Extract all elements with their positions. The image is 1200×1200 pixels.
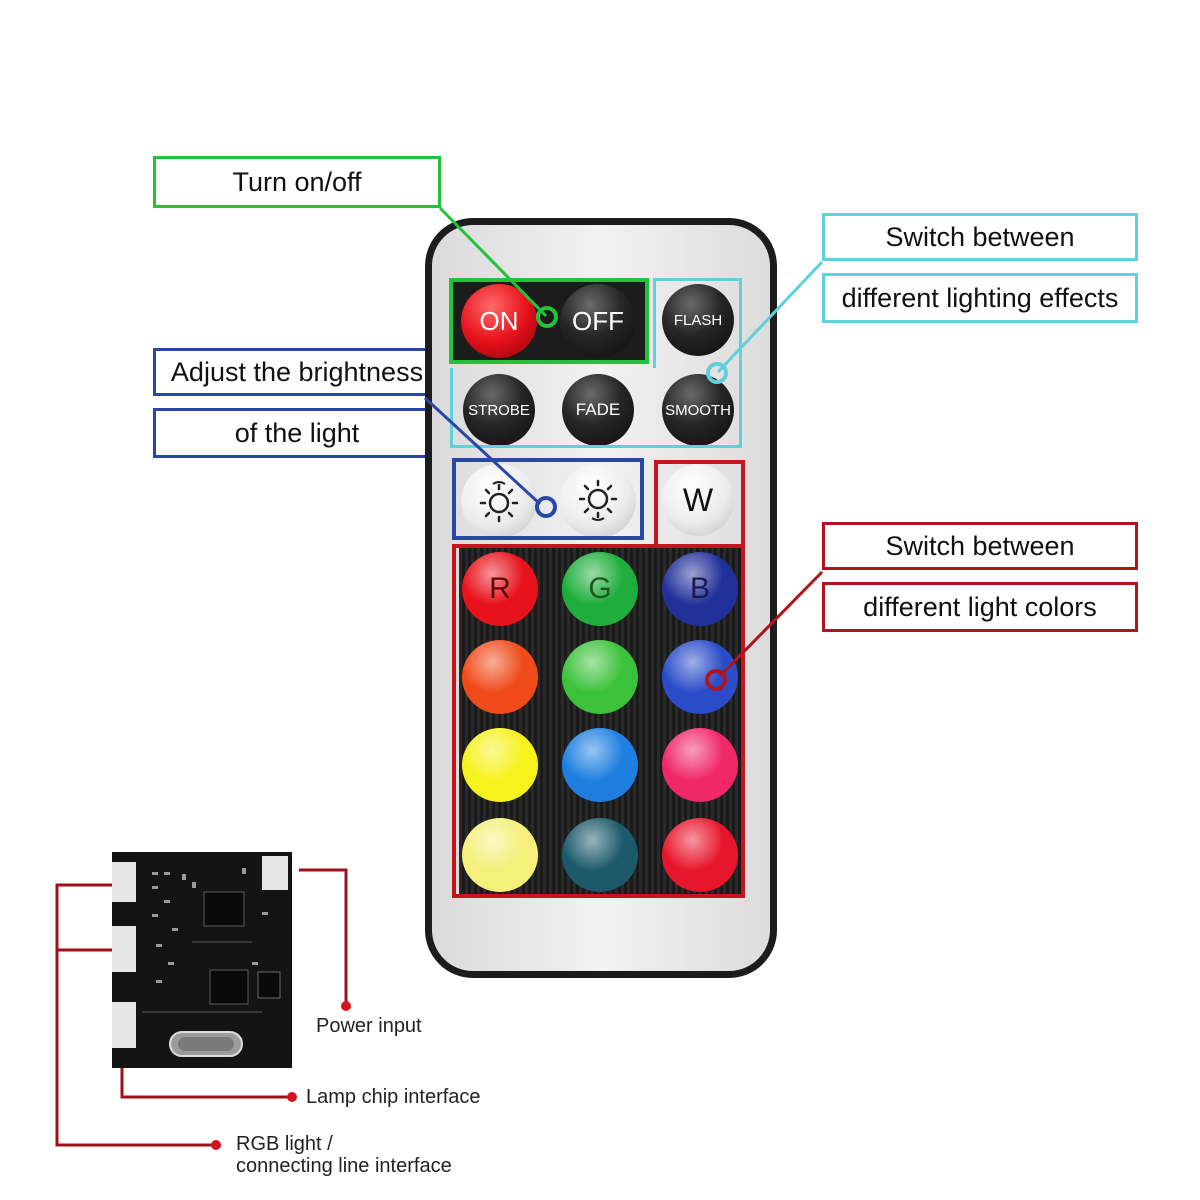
effects-highlight-frame-left bbox=[450, 368, 654, 448]
controller-board bbox=[112, 852, 292, 1068]
on-off-highlight-frame bbox=[449, 278, 649, 364]
rgb-dot bbox=[211, 1140, 221, 1150]
circuit-board-image bbox=[112, 852, 292, 1068]
color-button[interactable]: R bbox=[462, 552, 538, 626]
red-label: R bbox=[489, 572, 511, 605]
color-button[interactable]: G bbox=[562, 552, 638, 626]
white-button[interactable]: W bbox=[662, 464, 734, 536]
callout-effects-line1: Switch between bbox=[822, 213, 1138, 261]
callout-text: of the light bbox=[234, 417, 360, 448]
callout-colors-line1: Switch between bbox=[822, 522, 1138, 570]
callout-colors-line2: different light colors bbox=[822, 582, 1138, 632]
off-label: OFF bbox=[572, 305, 624, 336]
callout-text: Adjust the brightness bbox=[170, 356, 424, 387]
callout-text: Switch between bbox=[885, 530, 1075, 561]
callout-brightness-line1: Adjust the brightness bbox=[153, 348, 441, 396]
white-label: W bbox=[682, 481, 714, 518]
brightness-up-icon bbox=[578, 479, 618, 521]
rgb-label-line1: RGB light / bbox=[236, 1133, 333, 1155]
color-button[interactable] bbox=[662, 818, 738, 892]
effects-highlight-frame-top bbox=[653, 278, 742, 368]
power-input-label: Power input bbox=[316, 1015, 422, 1037]
brightness-highlight-frame bbox=[452, 458, 644, 540]
color-button[interactable] bbox=[462, 640, 538, 714]
fade-button[interactable]: FADE bbox=[562, 374, 634, 446]
fade-label: FADE bbox=[575, 400, 621, 419]
green-label: G bbox=[588, 572, 612, 605]
color-button[interactable] bbox=[562, 640, 638, 714]
callout-text: different lighting effects bbox=[841, 282, 1119, 313]
callout-brightness-line2: of the light bbox=[153, 408, 441, 458]
lamp-chip-dot bbox=[287, 1092, 297, 1102]
rgb-label-line2: connecting line interface bbox=[236, 1155, 452, 1177]
callout-effects-line2: different lighting effects bbox=[822, 273, 1138, 323]
color-button[interactable] bbox=[562, 728, 638, 802]
color-button[interactable] bbox=[562, 818, 638, 892]
color-button[interactable] bbox=[662, 728, 738, 802]
callout-text: different light colors bbox=[863, 591, 1097, 622]
colors-highlight-frame bbox=[452, 544, 745, 898]
flash-label: FLASH bbox=[673, 311, 723, 329]
power-input-leader bbox=[299, 868, 348, 1006]
callout-text: Turn on/off bbox=[232, 166, 362, 197]
lamp-chip-label: Lamp chip interface bbox=[306, 1086, 481, 1108]
blue-label: B bbox=[689, 572, 710, 605]
power-input-dot bbox=[341, 1001, 351, 1011]
smooth-label: SMOOTH bbox=[665, 401, 731, 419]
off-button[interactable]: OFF bbox=[560, 284, 636, 358]
color-button[interactable] bbox=[462, 728, 538, 802]
smooth-button[interactable]: SMOOTH bbox=[662, 374, 734, 446]
white-highlight-frame bbox=[654, 460, 745, 548]
color-button[interactable] bbox=[462, 818, 538, 892]
callout-turn-on-off: Turn on/off bbox=[153, 156, 441, 208]
callout-text: Switch between bbox=[885, 221, 1075, 252]
brightness-up-button[interactable] bbox=[560, 464, 636, 538]
